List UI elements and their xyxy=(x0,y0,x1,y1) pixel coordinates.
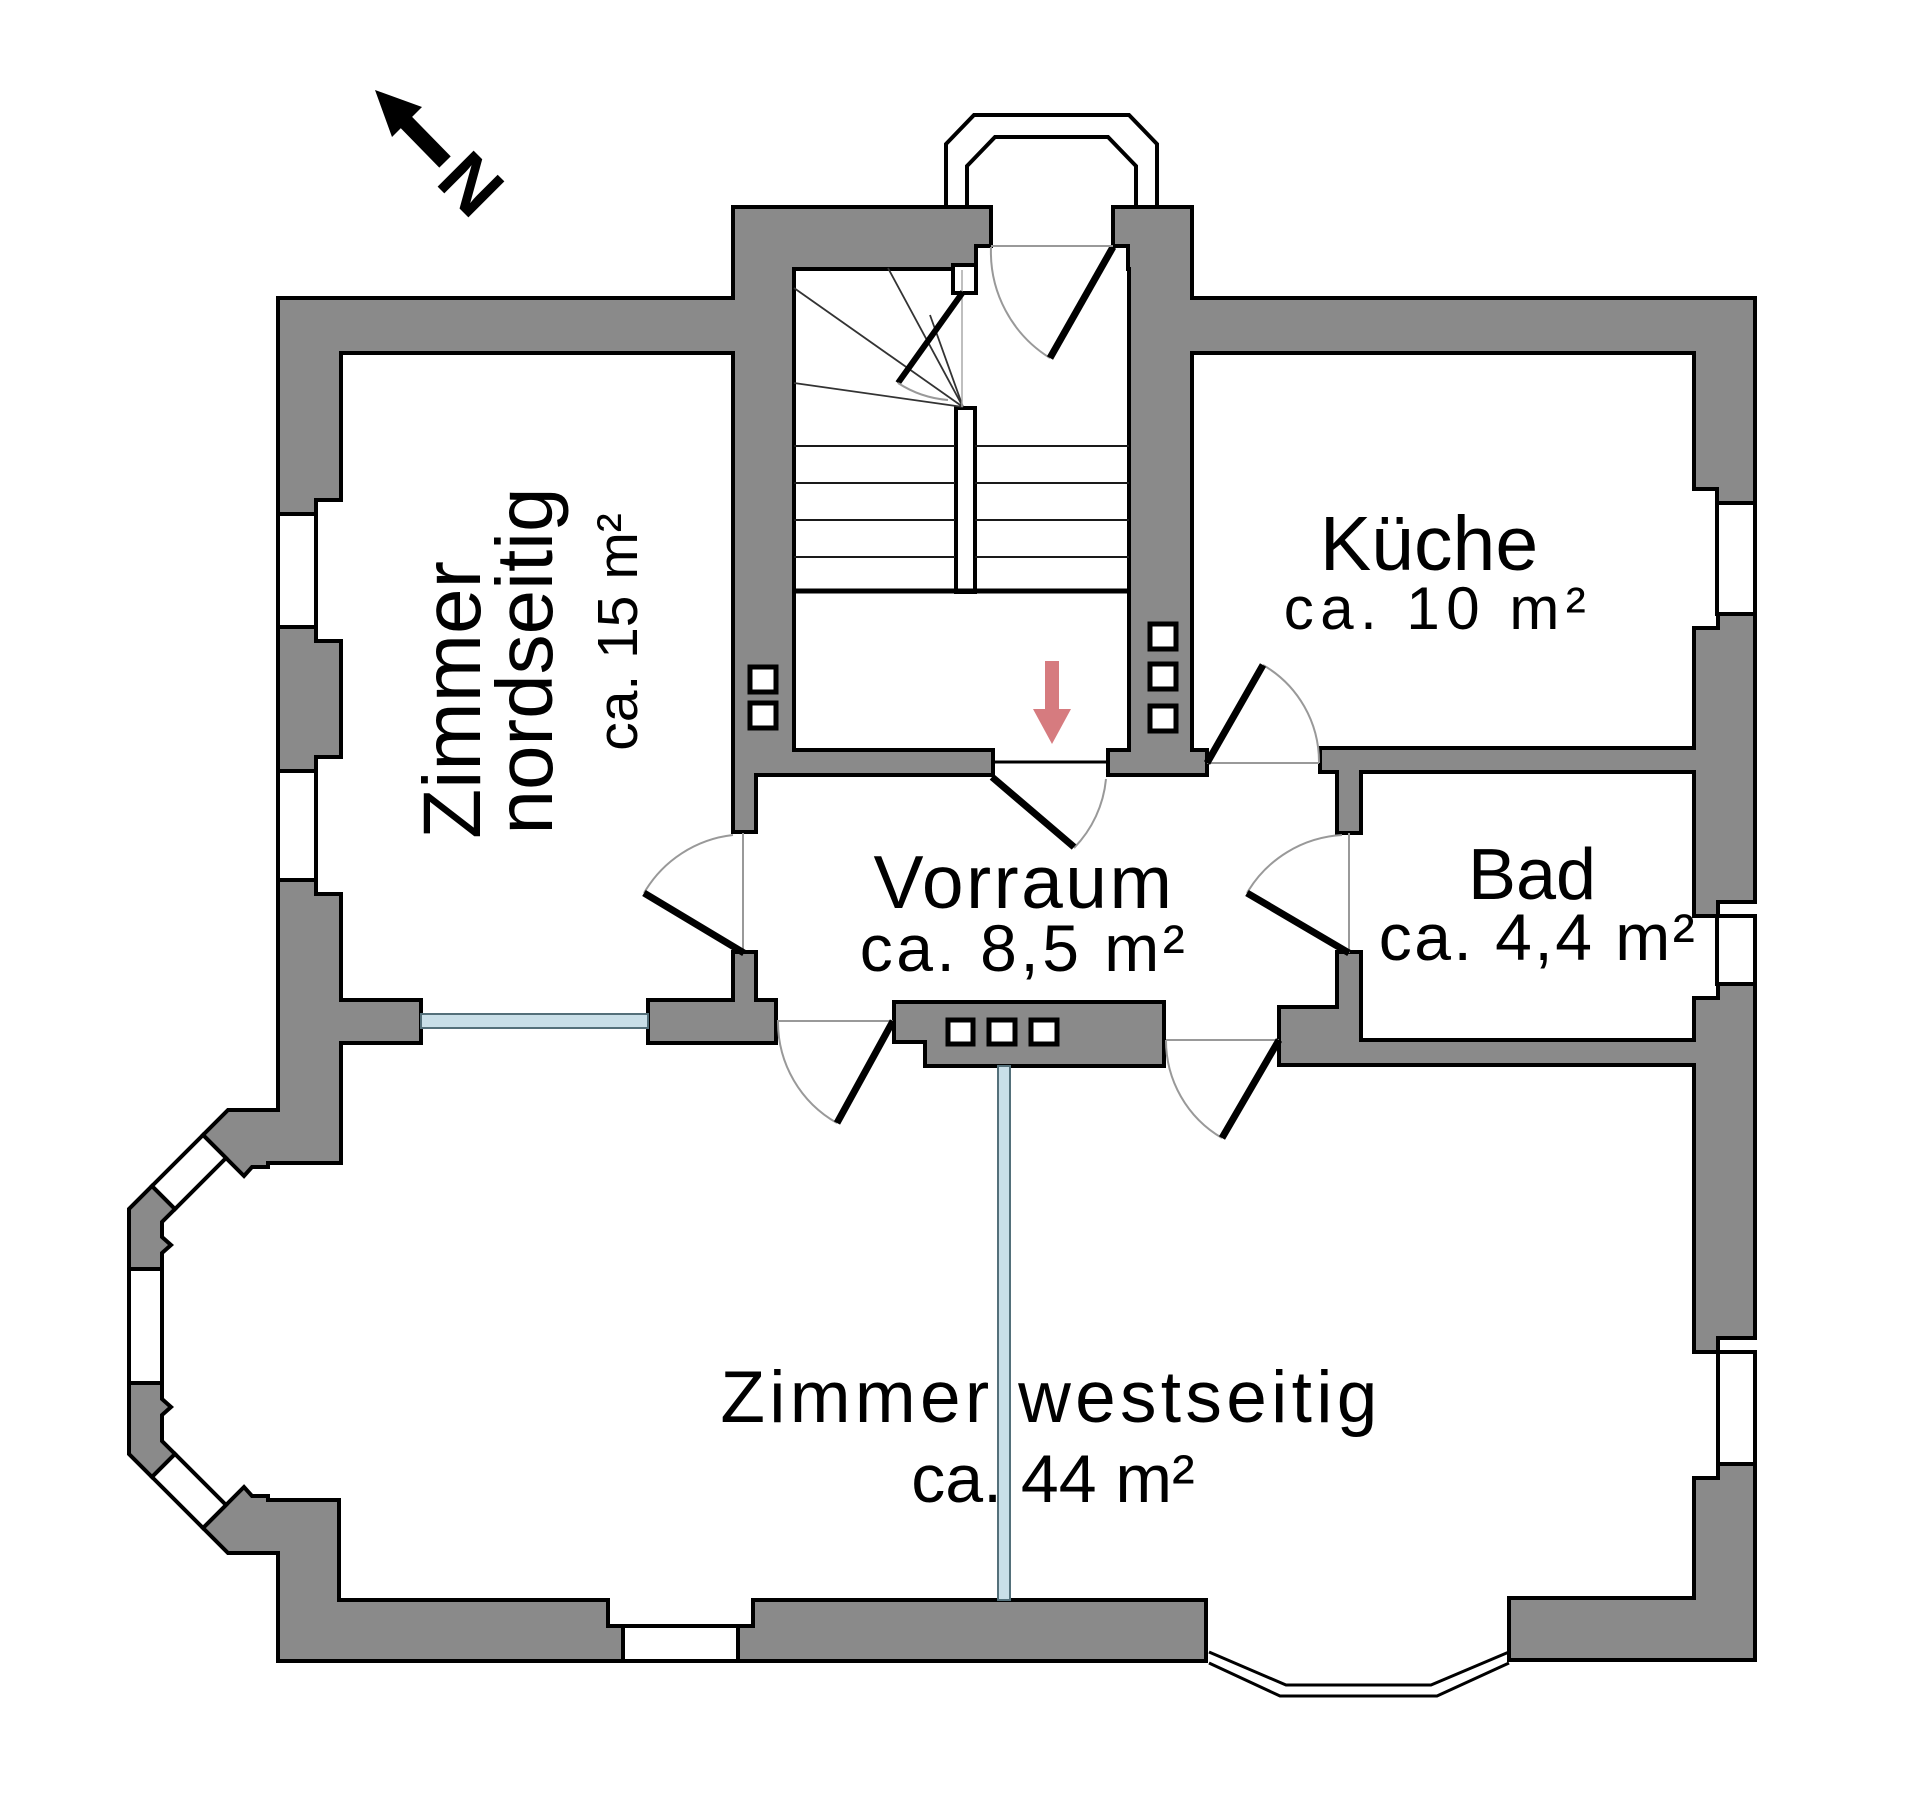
svg-text:Vorraum: Vorraum xyxy=(874,840,1175,924)
svg-text:ca. 44 m²: ca. 44 m² xyxy=(911,1441,1194,1517)
svg-text:nordseitig: nordseitig xyxy=(480,488,569,835)
svg-text:Zimmer westseitig: Zimmer westseitig xyxy=(720,1357,1381,1438)
svg-text:Zimmer: Zimmer xyxy=(407,561,498,839)
svg-text:ca. 8,5 m²: ca. 8,5 m² xyxy=(860,911,1188,985)
svg-text:Bad: Bad xyxy=(1468,835,1596,915)
svg-text:ca. 10 m²: ca. 10 m² xyxy=(1284,575,1593,642)
svg-text:ca. 4,4 m²: ca. 4,4 m² xyxy=(1379,900,1697,974)
svg-text:Küche: Küche xyxy=(1320,501,1538,587)
svg-text:ca. 15 m²: ca. 15 m² xyxy=(586,513,650,751)
